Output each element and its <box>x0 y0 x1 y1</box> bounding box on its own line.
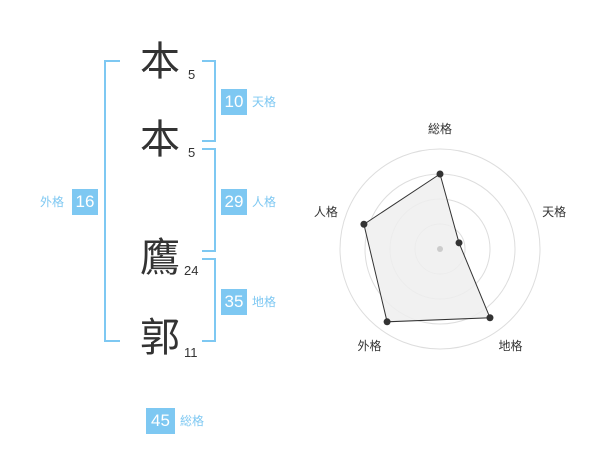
soukaku-value-badge: 45 <box>146 408 175 434</box>
radar-axis-label: 地格 <box>498 339 523 354</box>
tenkaku-bracket <box>202 60 216 142</box>
gaikaku-label: 外格 <box>40 195 65 209</box>
stroke-count-1: 5 <box>188 67 196 82</box>
tenkaku-label: 天格 <box>252 95 277 109</box>
radar-center-dot <box>437 246 443 252</box>
radar-axis-label: 天格 <box>542 204 567 219</box>
radar-point <box>486 314 494 322</box>
radar-point <box>383 318 391 326</box>
name-char-1: 本 <box>140 39 180 85</box>
chikaku-label: 地格 <box>252 295 277 309</box>
gaikaku-value-badge: 16 <box>72 189 98 215</box>
tenkaku-value-badge: 10 <box>221 89 247 115</box>
jinkaku-value-badge: 29 <box>221 189 247 215</box>
stroke-count-2: 5 <box>188 145 196 160</box>
soukaku-label: 総格 <box>180 414 205 428</box>
jinkaku-bracket <box>202 148 216 252</box>
radar-point <box>455 239 463 247</box>
stroke-count-4: 11 <box>184 345 198 360</box>
radar-polygon <box>363 173 491 323</box>
radar-ring <box>339 148 541 350</box>
jinkaku-label: 人格 <box>252 195 277 209</box>
radar-axis-label: 総格 <box>428 122 453 136</box>
name-char-2: 本 <box>140 117 180 163</box>
radar-axis-label: 外格 <box>357 339 382 354</box>
chikaku-value-badge: 35 <box>221 289 247 315</box>
stroke-count-3: 24 <box>184 263 199 278</box>
gaikaku-bracket <box>104 60 120 342</box>
chikaku-bracket <box>202 258 216 342</box>
name-char-3: 鷹 <box>140 235 180 281</box>
name-char-4: 郭 <box>140 315 180 361</box>
radar-point <box>360 220 368 228</box>
radar-point <box>436 170 444 178</box>
radar-axis-label: 人格 <box>313 204 338 219</box>
